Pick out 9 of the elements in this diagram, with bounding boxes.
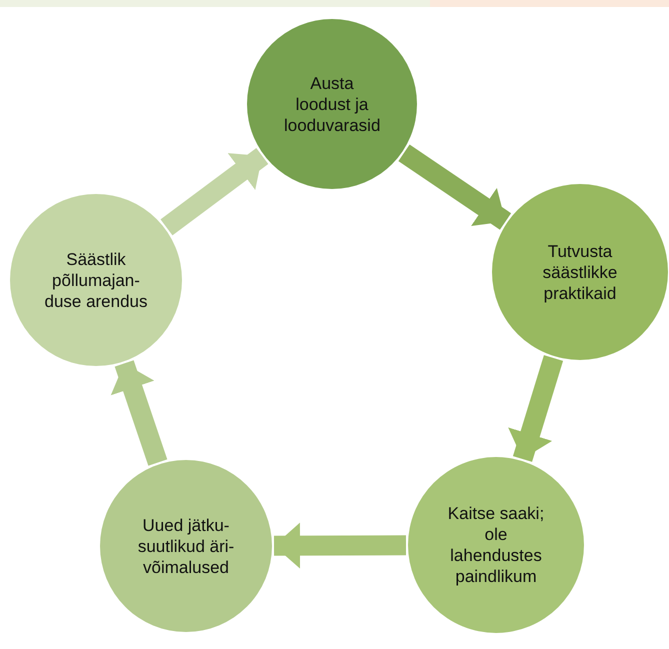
block-arrow bbox=[398, 144, 512, 230]
node-label: Uued jätku- suutlikud äri- võimalused bbox=[136, 514, 236, 578]
block-arrow bbox=[110, 360, 168, 466]
node-label: Kaitse saaki; ole lahendustes paindlikum bbox=[446, 503, 546, 587]
node-label: Tutvusta säästlikke praktikaid bbox=[542, 240, 618, 304]
node-label: Säästlik põllumajan- duse arendus bbox=[43, 248, 149, 312]
block-arrow bbox=[508, 355, 564, 462]
block-arrow bbox=[160, 148, 268, 236]
node-label: Austa loodust ja looduvarasid bbox=[284, 72, 380, 136]
